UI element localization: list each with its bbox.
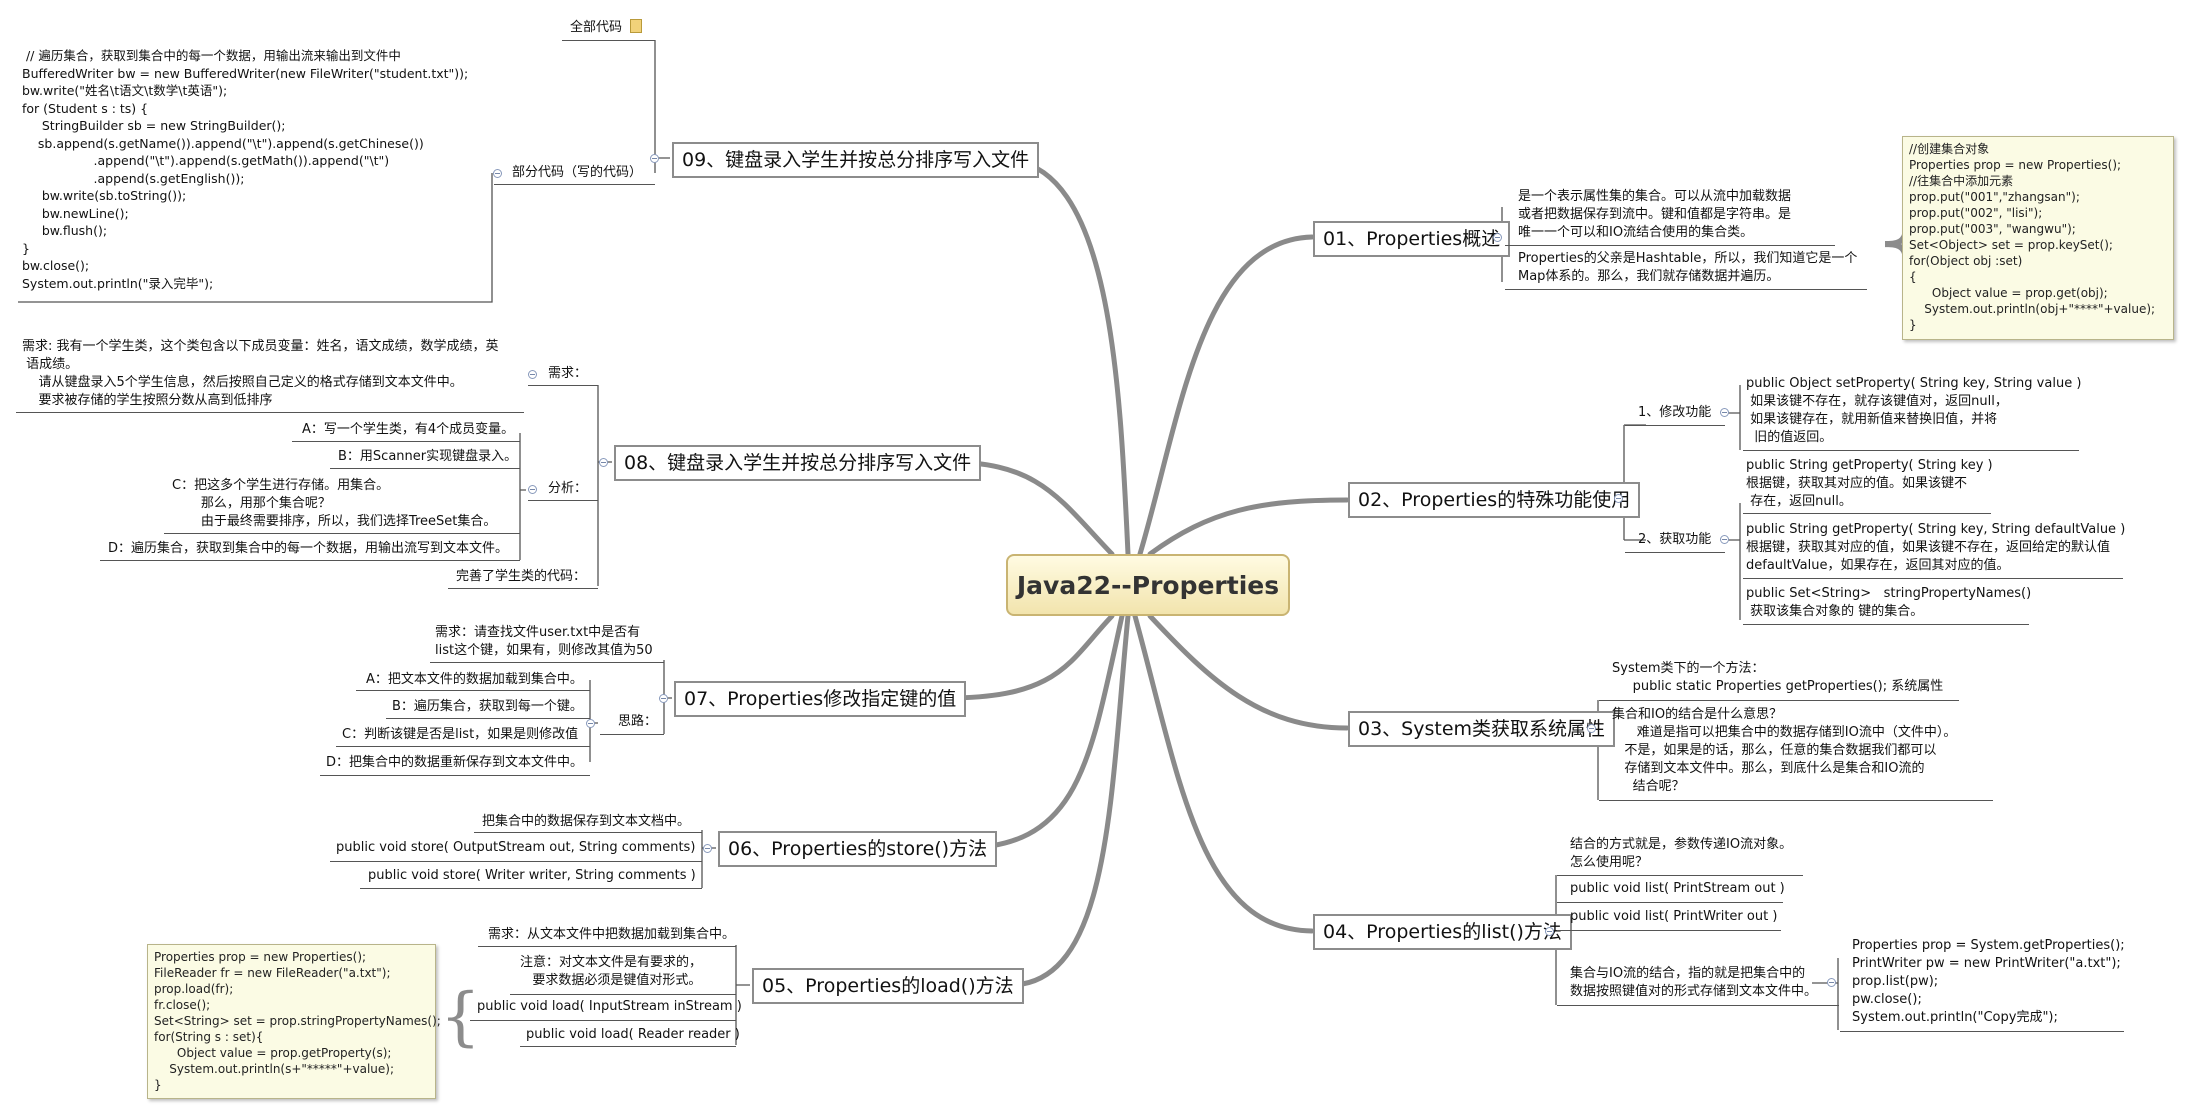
b08-step-b: B：用Scanner实现键盘录入。 [338,449,518,464]
b04-list-printwriter: public void list( PrintWriter out ) [1570,909,1778,924]
b04-usage: 结合的方式就是，参数传递IO流对象。 怎么使用呢？ [1570,837,1793,870]
collapse-icon[interactable] [493,169,502,178]
branch-04-label: 04、Properties的list()方法 [1323,921,1562,943]
branch-06-label: 06、Properties的store()方法 [728,838,988,860]
branch-04-list-method[interactable]: 04、Properties的list()方法 [1313,914,1572,950]
link-b07 [945,613,1115,701]
b08-requirement-label: 需求： [548,366,588,381]
branch-02-label: 02、Properties的特殊功能使用 [1358,489,1631,511]
b04-list-printstream: public void list( PrintStream out ) [1570,881,1785,896]
collapse-icon[interactable] [528,485,537,494]
b09-all-code[interactable]: 全部代码 [570,20,623,35]
b05-format-note: 注意：对文本文件是有要求的， 要求数据必须是键值对形式。 [520,955,703,988]
b02-set-property: public Object setProperty( String key, S… [1746,376,2082,445]
b07-step-a: A：把文本文件的数据加载到集合中。 [366,672,583,687]
b07-step-b: B：遍历集合，获取到每一个键。 [392,699,583,714]
branch-08-student-sort[interactable]: 08、键盘录入学生并按总分排序写入文件 [614,445,982,481]
central-topic[interactable]: Java22--Properties [1006,554,1290,616]
branch-05-load-method[interactable]: 05、Properties的load()方法 [752,968,1024,1004]
branch-02-special-functions[interactable]: 02、Properties的特殊功能使用 [1348,482,1641,518]
branch-09-student-sort[interactable]: 09、键盘录入学生并按总分排序写入文件 [672,142,1040,178]
b07-requirement: 需求：请查找文件user.txt中是否有 list这个键，如果有，则修改其值为5… [435,625,653,658]
b02-string-property-names: public Set<String> stringPropertyNames()… [1746,586,2032,619]
central-title: Java22--Properties [1016,570,1280,600]
branch-07-label: 07、Properties修改指定键的值 [684,688,957,710]
collapse-icon[interactable] [1587,724,1596,733]
branch-01-properties-overview[interactable]: 01、Properties概述 [1313,221,1511,257]
collapse-icon[interactable] [650,154,659,163]
collapse-icon[interactable] [599,458,608,467]
b06-store-writer: public void store( Writer writer, String… [368,868,696,883]
b08-requirement: 需求: 我有一个学生类，这个类包含以下成员变量：姓名，语文成绩，数学成绩，英 语… [22,339,499,408]
collapse-icon[interactable] [703,844,712,853]
b07-step-d: D：把集合中的数据重新保存到文本文件中。 [326,755,584,770]
branch-08-label: 08、键盘录入学生并按总分排序写入文件 [624,452,972,474]
b06-save-note: 把集合中的数据保存到文本文档中。 [482,814,691,829]
collapse-icon[interactable] [528,370,537,379]
b01-code-note[interactable]: //创建集合对象 Properties prop = new Propertie… [1902,136,2174,340]
branch-06-store-method[interactable]: 06、Properties的store()方法 [718,831,998,867]
branch-03-label: 03、System类获取系统属性 [1358,718,1606,740]
b01-hashtable-note: Properties的父亲是Hashtable，所以，我们知道它是一个 Map体… [1518,251,1858,284]
b05-load-inputstream: public void load( InputStream inStream ) [477,999,742,1014]
collapse-icon[interactable] [1493,233,1502,242]
collapse-icon[interactable] [1827,978,1836,987]
b02-modify-label: 1、修改功能 [1638,405,1712,420]
collapse-icon[interactable] [1720,535,1729,544]
branch-05-label: 05、Properties的load()方法 [762,975,1014,997]
b07-thinking-label: 思路： [618,714,658,729]
b08-step-a: A：写一个学生类，有4个成员变量。 [302,422,515,437]
link-b06 [959,613,1125,851]
b08-analysis-label: 分析： [548,481,588,496]
note-icon[interactable] [630,19,642,33]
b07-step-c: C：判断该键是否是list，如果是则修改值 [342,727,579,742]
collapse-icon[interactable] [659,694,668,703]
link-b01 [1137,234,1315,557]
b05-requirement: 需求：从文本文件中把数据加载到集合中。 [488,927,736,942]
b02-get-property-default: public String getProperty( String key, S… [1746,522,2126,573]
collapse-icon[interactable] [1614,494,1623,503]
b05-load-reader: public void load( Reader reader ) [526,1027,740,1042]
b04-combination-note: 集合与IO流的结合，指的就是把集合中的 数据按照键值对的形式存储到文本文件中。 [1570,966,1818,999]
b02-get-label: 2、获取功能 [1638,532,1712,547]
brace-icon: { [440,980,481,1054]
b06-store-outputstream: public void store( OutputStream out, Str… [336,840,696,855]
branch-07-modify-key[interactable]: 07、Properties修改指定键的值 [674,681,967,717]
b05-code-note[interactable]: Properties prop = new Properties(); File… [147,944,441,1099]
b02-get-property: public String getProperty( String key ) … [1746,458,1993,509]
branch-09-label: 09、键盘录入学生并按总分排序写入文件 [682,149,1030,171]
b09-partial-code-label: 部分代码（写的代码） [512,165,643,180]
link-b03 [1147,613,1350,731]
b04-code: Properties prop = System.getProperties()… [1852,938,2125,1025]
link-b02 [1147,497,1350,557]
branch-03-system-properties[interactable]: 03、System类获取系统属性 [1348,711,1616,747]
b08-completed: 完善了学生类的代码： [456,569,587,584]
link-b04 [1132,613,1315,934]
link-b09 [1001,157,1131,557]
branch-01-label: 01、Properties概述 [1323,228,1501,250]
b03-collection-io-question: 集合和IO的结合是什么意思？ 难道是指可以把集合中的数据存储到IO流中（文件中）… [1612,707,1957,794]
collapse-icon[interactable] [1720,408,1729,417]
b01-description: 是一个表示属性集的集合。可以从流中加载数据 或者把数据保存到流中。键和值都是字符… [1518,189,1792,240]
b08-step-c: C：把这多个学生进行存储。用集合。 那么，用那个集合呢？ 由于最终需要排序，所以… [172,478,497,529]
b09-code: // 遍历集合，获取到集合中的每一个数据，用输出流来输出到文件中 Buffere… [22,48,469,291]
collapse-icon[interactable] [586,719,595,728]
b03-get-properties: System类下的一个方法： public static Properties … [1612,661,1944,694]
link-b05 [1007,613,1131,988]
collapse-icon[interactable] [1545,927,1554,936]
b08-step-d: D：遍历集合，获取到集合中的每一个数据，用输出流写到文本文件。 [108,541,509,556]
